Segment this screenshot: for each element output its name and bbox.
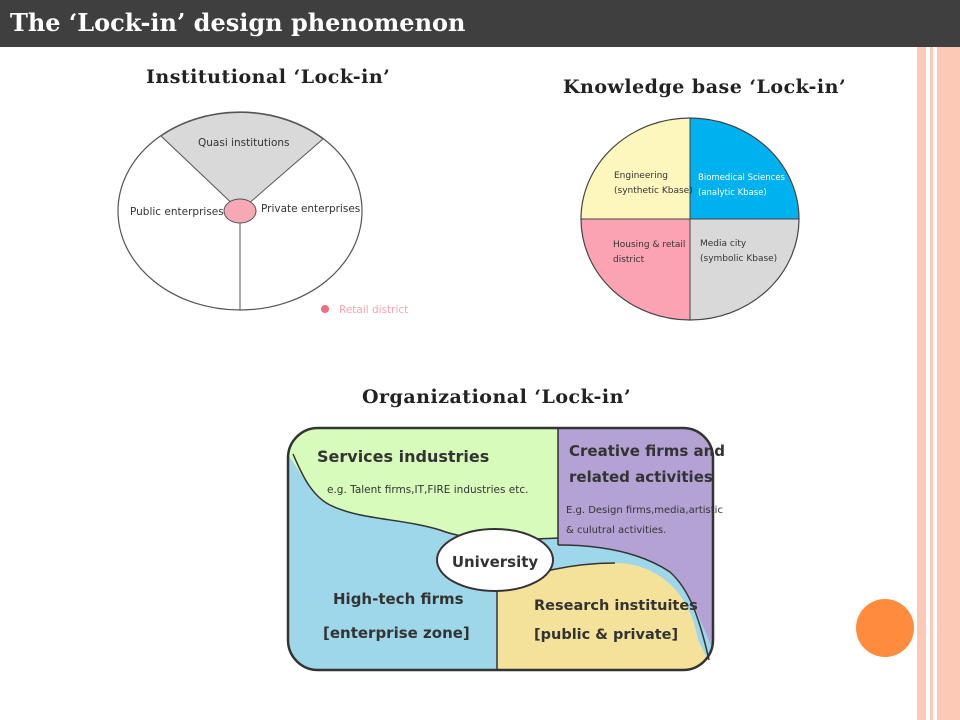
quadrant-media bbox=[690, 219, 799, 320]
research-title: Research instituites bbox=[534, 598, 698, 614]
university-label: University bbox=[452, 553, 539, 571]
creative-sub-1: E.g. Design firms,media,artistic bbox=[566, 505, 723, 516]
creative-sub-2: & culutral activities. bbox=[566, 525, 666, 536]
biomedical-label-1: Biomedical Sciences bbox=[698, 173, 786, 183]
public-label: Public enterprises bbox=[130, 206, 224, 218]
housing-label-1: Housing & retail bbox=[613, 240, 685, 250]
engineering-label-1: Engineering bbox=[614, 171, 668, 181]
services-title: Services industries bbox=[317, 447, 489, 466]
private-label: Private enterprises bbox=[261, 203, 360, 215]
decor-stripe-1 bbox=[917, 47, 926, 720]
housing-label-2: district bbox=[613, 255, 645, 265]
hightech-title: High-tech firms bbox=[333, 590, 464, 608]
services-sub: e.g. Talent firms,IT,FIRE industries etc… bbox=[327, 484, 528, 496]
media-label-2: (symbolic Kbase) bbox=[700, 254, 777, 264]
media-label-1: Media city bbox=[700, 239, 747, 249]
quadrant-housing bbox=[581, 219, 690, 320]
biomedical-label-2: (analytic Kbase) bbox=[698, 188, 767, 198]
research-region bbox=[497, 563, 713, 670]
institutional-diagram: Quasi institutions Public enterprises Pr… bbox=[117, 111, 408, 316]
decor-stripe-3 bbox=[937, 47, 960, 720]
institutional-caption: Institutional ‘Lock-in’ bbox=[146, 66, 391, 88]
quasi-sector bbox=[160, 112, 324, 212]
retail-legend-label: Retail district bbox=[339, 304, 408, 316]
organizational-frame bbox=[286, 426, 715, 672]
hightech-sub: [enterprise zone] bbox=[323, 624, 470, 642]
quasi-label: Quasi institutions bbox=[198, 137, 290, 149]
retail-legend-dot bbox=[321, 305, 329, 313]
knowledge-caption: Knowledge base ‘Lock-in’ bbox=[563, 76, 847, 98]
organizational-caption: Organizational ‘Lock-in’ bbox=[362, 386, 632, 408]
creative-title-2: related activities bbox=[569, 468, 713, 486]
decor-circle bbox=[856, 599, 914, 657]
slide-title: The ‘Lock-in’ design phenomenon bbox=[10, 8, 466, 37]
creative-title-1: Creative firms and bbox=[569, 442, 725, 460]
title-bar: The ‘Lock-in’ design phenomenon bbox=[0, 0, 960, 47]
knowledge-diagram: Engineering (synthetic Kbase) Biomedical… bbox=[580, 117, 800, 321]
creative-region bbox=[558, 428, 713, 650]
decor-stripe-2 bbox=[930, 47, 933, 720]
creative-boundary bbox=[557, 544, 710, 661]
research-sub: [public & private] bbox=[534, 627, 678, 643]
services-region bbox=[288, 428, 558, 540]
quadrant-biomedical bbox=[690, 118, 799, 219]
university-ellipse bbox=[436, 528, 554, 592]
quadrant-engineering bbox=[581, 118, 690, 219]
engineering-label-2: (synthetic Kbase) bbox=[614, 186, 693, 196]
organizational-diagram: Services industries e.g. Talent firms,IT… bbox=[286, 426, 725, 672]
retail-center bbox=[223, 198, 257, 224]
